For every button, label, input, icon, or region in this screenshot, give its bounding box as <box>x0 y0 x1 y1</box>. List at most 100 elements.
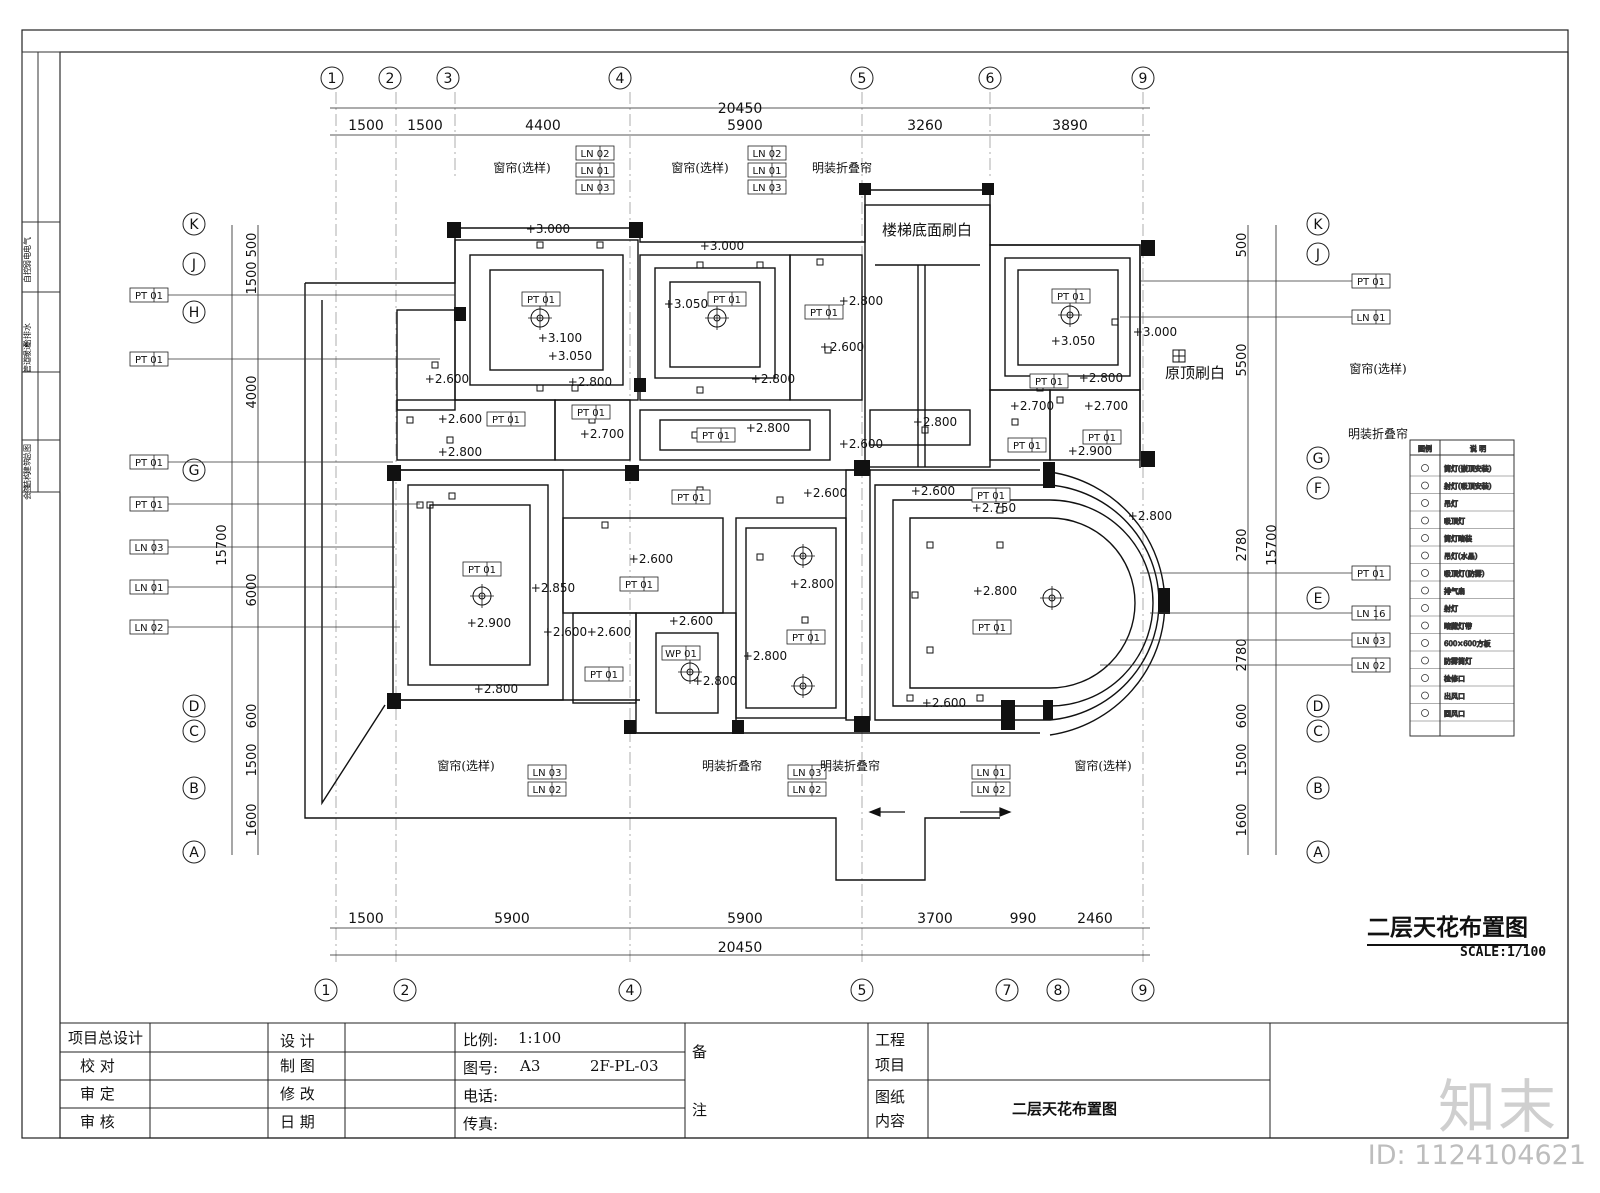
level-21: +2.900 <box>1068 444 1112 458</box>
level-24: +2.600 <box>629 552 673 566</box>
level-37: +2.600 <box>922 696 966 710</box>
dim-right-2: 2780 <box>1235 528 1250 561</box>
columns <box>387 183 1170 734</box>
axis-bubble-right-C <box>1306 719 1330 743</box>
chandelier-icon <box>791 544 815 568</box>
level-16: +3.000 <box>1133 325 1177 339</box>
tag-ln03-15: LN 03 <box>575 179 615 195</box>
chandelier-icon <box>1058 303 1082 327</box>
axis-bubble-right-A <box>1306 840 1330 864</box>
downlight-icon <box>756 553 764 561</box>
level-15: +2.600 <box>839 437 883 451</box>
tag-ln03-19-text: LN 03 <box>533 768 562 779</box>
stamp-7: 建筑 <box>22 458 32 474</box>
axis-bubble-left-G <box>182 458 206 482</box>
axis-bubble-top-2 <box>378 66 402 90</box>
tag-ln16-10: LN 16 <box>1351 605 1391 621</box>
tag-pt01-3: PT 01 <box>129 496 169 512</box>
dim-left-5: 1500 <box>245 743 260 776</box>
axis-bubble-right-E <box>1306 586 1330 610</box>
axis-bubble-bottom-4-label: 4 <box>626 983 635 999</box>
stamp-8: 结构 <box>22 472 32 488</box>
axis-bubble-right-K-label: K <box>1313 217 1323 233</box>
tag-pt01-37-text: PT 01 <box>468 565 496 576</box>
axis-bubble-bottom-8-label: 8 <box>1054 983 1063 999</box>
legend-item-7: 排气扇 <box>1444 587 1465 596</box>
level-8: +2.700 <box>580 427 624 441</box>
note-curtain-4: 窗帘(选样) <box>437 758 494 773</box>
axis-bubble-bottom-9-label: 9 <box>1139 983 1148 999</box>
tag-pt01-40-text: PT 01 <box>978 623 1006 634</box>
downlight-icon <box>571 384 579 392</box>
tag-ln03-11-text: LN 03 <box>1357 636 1386 647</box>
level-5: +2.600 <box>425 372 469 386</box>
legend-item-8: 射灯 <box>1444 604 1458 613</box>
tag-pt01-35-text: PT 01 <box>677 493 705 504</box>
axis-bubble-top-9 <box>1131 66 1155 90</box>
tag-ln02-22-text: LN 02 <box>793 785 822 796</box>
chandelier-icon <box>791 674 815 698</box>
tag-ln02-24: LN 02 <box>971 781 1011 797</box>
axis-bubble-top-4-label: 4 <box>616 71 625 87</box>
downlight-icon <box>1011 418 1019 426</box>
tag-ln02-22: LN 02 <box>787 781 827 797</box>
legend: 图例说 明筒灯(嵌顶安装)射灯(吸顶安装)吊灯吸顶灯筒灯暗装吊灯(水晶)吸顶灯(… <box>1409 439 1515 737</box>
legend-item-13: 出风口 <box>1444 692 1465 701</box>
tb-design: 设 计 <box>280 1032 315 1050</box>
tb-number-label: 图号: <box>463 1059 499 1077</box>
axis-bubble-right-D-label: D <box>1313 699 1324 715</box>
level-0: +3.000 <box>526 222 570 236</box>
axis-bubble-top-2-label: 2 <box>386 71 395 87</box>
tag-pt01-29-text: PT 01 <box>492 415 520 426</box>
dim-left-3: 6000 <box>245 573 260 606</box>
tag-pt01-28-text: PT 01 <box>1057 292 1085 303</box>
tag-pt01-41: PT 01 <box>584 666 624 682</box>
tag-wp01-42: WP 01 <box>661 645 701 661</box>
chandelier-icon <box>470 584 494 608</box>
level-34: +2.800 <box>743 649 787 663</box>
tag-pt01-31: PT 01 <box>696 427 736 443</box>
tag-ln01-14-text: LN 01 <box>581 166 610 177</box>
tag-ln02-12-text: LN 02 <box>1357 661 1386 672</box>
tag-ln01-8: LN 01 <box>1351 309 1391 325</box>
tag-pt01-27: PT 01 <box>804 304 844 320</box>
axis-bubble-bottom-5 <box>850 978 874 1002</box>
downlight-icon <box>426 501 434 509</box>
level-13: +2.800 <box>751 372 795 386</box>
level-28: +2.800 <box>1128 509 1172 523</box>
tag-ln02-20: LN 02 <box>527 781 567 797</box>
axis-bubble-right-F <box>1306 476 1330 500</box>
level-12: +2.600 <box>820 340 864 354</box>
legend-item-5: 吊灯(水晶) <box>1444 552 1478 561</box>
dim-top-5: 3890 <box>1052 118 1088 134</box>
tag-pt01-40: PT 01 <box>972 619 1012 635</box>
dim-right-0: 500 <box>1235 233 1250 258</box>
tb-paper: A3 <box>520 1057 541 1075</box>
tag-ln02-6-text: LN 02 <box>135 623 164 634</box>
axis-bubble-bottom-7-label: 7 <box>1003 983 1012 999</box>
note-curtain-3: 窗帘(选样) <box>1349 361 1406 376</box>
tag-pt01-0-text: PT 01 <box>135 291 163 302</box>
level-7: +2.600 <box>438 412 482 426</box>
tag-wp01-42-text: WP 01 <box>665 649 697 660</box>
axis-bubble-bottom-2-label: 2 <box>401 983 410 999</box>
legend-item-11: 防雾筒灯 <box>1444 657 1472 666</box>
downlight-icon <box>596 241 604 249</box>
stamp-2: 自控 <box>22 267 32 283</box>
stamp-3: 给排水 <box>22 323 32 347</box>
title-block: 项目总设计 设 计 比例: 1:100 工程 校 对 制 图 图号: A3 2F… <box>60 1023 1568 1138</box>
axis-bubble-left-B <box>182 776 206 800</box>
downlight-icon <box>921 426 929 434</box>
downlight-icon <box>696 261 704 269</box>
id-tag: ID: 1124104621 <box>1367 1140 1586 1171</box>
level-20: +2.700 <box>1084 399 1128 413</box>
downlight-icon <box>431 361 439 369</box>
room-label-roof: 原顶刷白 <box>1165 364 1225 382</box>
dim-bottom-2: 5900 <box>727 911 763 927</box>
tb-remark-2: 注 <box>692 1101 708 1119</box>
dim-top-total: 20450 <box>718 101 763 117</box>
axis-bubble-top-6 <box>978 66 1002 90</box>
level-3: +3.100 <box>538 331 582 345</box>
tb-drawing-content: 二层天花布置图 <box>1012 1100 1118 1118</box>
